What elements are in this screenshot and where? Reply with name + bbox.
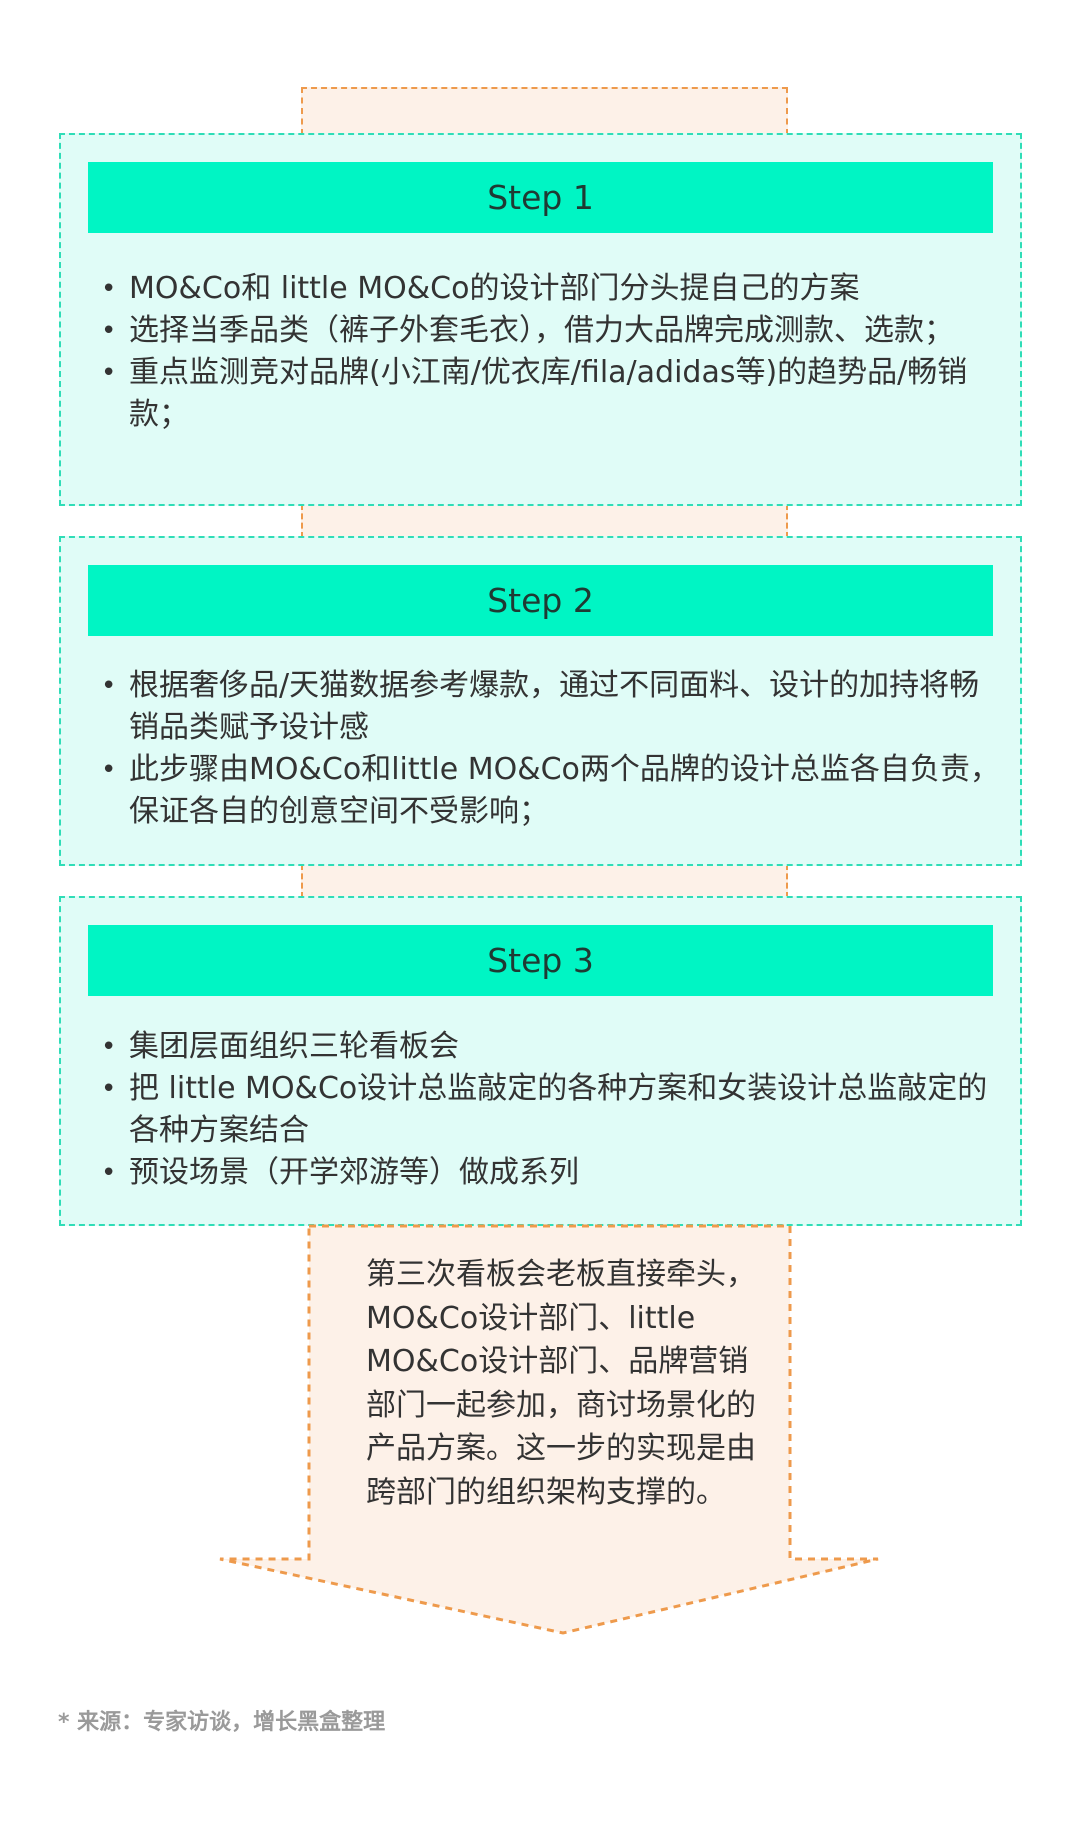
- arrow-description: 第三次看板会老板直接牵头，MO&Co设计部门、little MO&Co设计部门、…: [366, 1257, 756, 1510]
- step-1-bullets: MO&Co和 little MO&Co的设计部门分头提自己的方案 选择当季品类（…: [101, 268, 1000, 436]
- step-1-title: Step 1: [487, 178, 594, 217]
- source-footnote: * 来源：专家访谈，增长黑盒整理: [58, 1710, 386, 1735]
- bullet-item: 集团层面组织三轮看板会: [101, 1026, 1000, 1068]
- step-1-box: Step 1 MO&Co和 little MO&Co的设计部门分头提自己的方案 …: [59, 133, 1022, 506]
- flow-connector-2-3: [301, 864, 788, 898]
- step-2-title: Step 2: [487, 581, 594, 620]
- flow-connector-top: [301, 87, 788, 135]
- bullet-item: 重点监测竞对品牌(小江南/优衣库/fila/adidas等)的趋势品/畅销款；: [101, 352, 1000, 436]
- bullet-item: 把 little MO&Co设计总监敲定的各种方案和女装设计总监敲定的各种方案结…: [101, 1068, 1000, 1152]
- step-3-title: Step 3: [487, 941, 594, 980]
- step-3-box: Step 3 集团层面组织三轮看板会 把 little MO&Co设计总监敲定的…: [59, 896, 1022, 1226]
- step-1-header: Step 1: [88, 162, 993, 233]
- step-3-header: Step 3: [88, 925, 993, 996]
- step-3-bullets: 集团层面组织三轮看板会 把 little MO&Co设计总监敲定的各种方案和女装…: [101, 1026, 1000, 1194]
- flow-connector-1-2: [301, 504, 788, 538]
- bullet-item: 选择当季品类（裤子外套毛衣），借力大品牌完成测款、选款；: [101, 310, 1000, 352]
- step-2-header: Step 2: [88, 565, 993, 636]
- bullet-item: MO&Co和 little MO&Co的设计部门分头提自己的方案: [101, 268, 1000, 310]
- step-2-box: Step 2 根据奢侈品/天猫数据参考爆款，通过不同面料、设计的加持将畅销品类赋…: [59, 536, 1022, 866]
- bullet-item: 预设场景（开学郊游等）做成系列: [101, 1152, 1000, 1194]
- bullet-item: 此步骤由MO&Co和little MO&Co两个品牌的设计总监各自负责，保证各自…: [101, 749, 1000, 833]
- step-2-bullets: 根据奢侈品/天猫数据参考爆款，通过不同面料、设计的加持将畅销品类赋予设计感 此步…: [101, 665, 1000, 833]
- bullet-item: 根据奢侈品/天猫数据参考爆款，通过不同面料、设计的加持将畅销品类赋予设计感: [101, 665, 1000, 749]
